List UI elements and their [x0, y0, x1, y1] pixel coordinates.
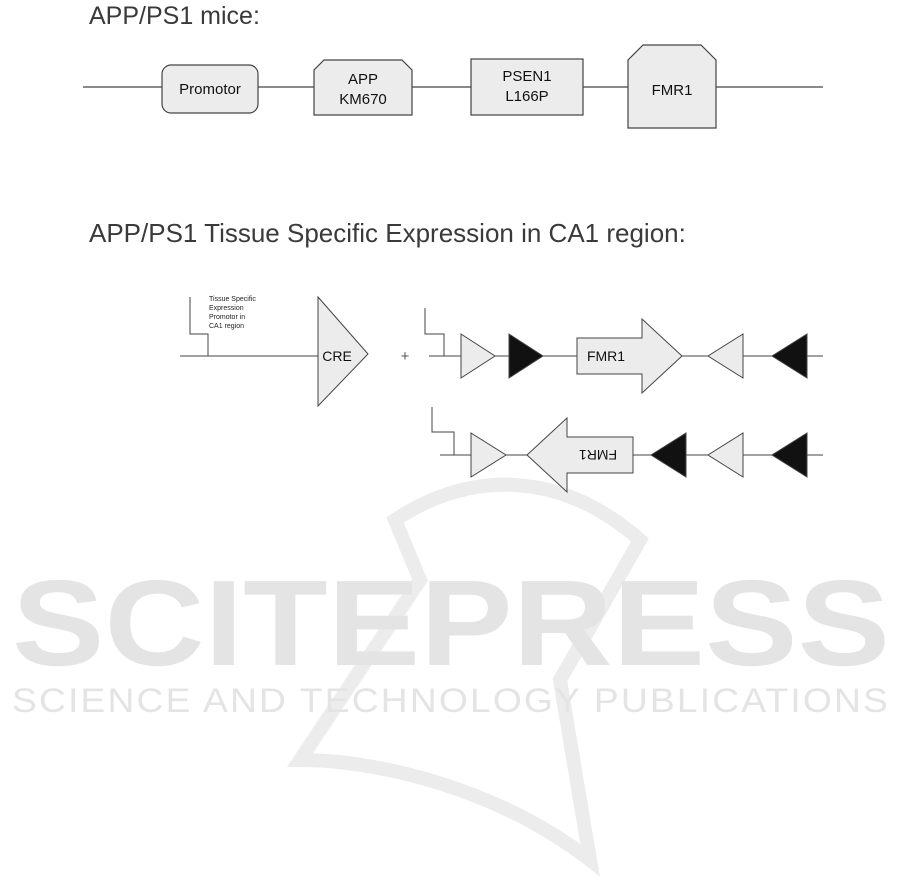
lox-black-triangle-reverse — [651, 433, 686, 477]
promoter-arrow-bracket — [425, 308, 444, 356]
loxp-grey-triangle — [471, 433, 506, 477]
promotor-label: Promotor — [179, 81, 241, 98]
watermark-small-text: SCIENCE AND TECHNOLOGY PUBLICATIONS — [12, 682, 890, 720]
psen1-label-line1: PSEN1 — [502, 68, 551, 85]
watermark-big-text: SCITEPRESS — [12, 555, 890, 691]
promoter-arrow-bracket — [190, 297, 208, 356]
psen1-label-line2: L166P — [505, 88, 548, 105]
app-label-line2: KM670 — [339, 91, 387, 108]
promoter-note-line: Tissue Specific — [209, 296, 256, 303]
promoter-note-line: Promotor in — [209, 314, 245, 321]
fmr1-forward-label: FMR1 — [587, 348, 625, 364]
app-label-line1: APP — [348, 71, 378, 88]
lox-black-triangle — [509, 334, 543, 378]
lox-black-triangle-reverse — [772, 334, 807, 378]
promoter-arrow-bracket — [432, 407, 454, 455]
promoter-note: Tissue Specific Expression Promotor in C… — [209, 296, 256, 330]
loxp-grey-triangle — [461, 334, 495, 378]
lox-black-triangle-reverse — [772, 433, 807, 477]
promoter-note-line: Expression — [209, 305, 244, 312]
loxp-grey-triangle-reverse — [708, 433, 743, 477]
fmr1-inverted-label: FMR1 — [579, 447, 617, 463]
cre-label: CRE — [322, 348, 352, 364]
loxp-grey-triangle-reverse — [708, 334, 743, 378]
watermark: SCITEPRESS SCIENCE AND TECHNOLOGY PUBLIC… — [12, 485, 890, 860]
plus-sign: + — [401, 348, 410, 365]
promoter-note-line: CA1 region — [209, 323, 244, 330]
fmr1-label: FMR1 — [652, 82, 693, 99]
